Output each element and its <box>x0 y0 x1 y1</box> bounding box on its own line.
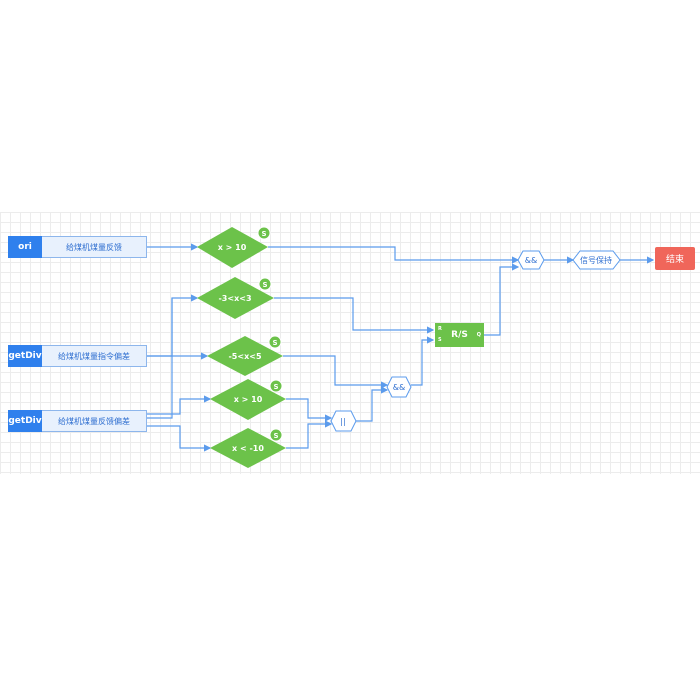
sync-badge-label: S <box>262 281 267 289</box>
or-gate-label: || <box>340 417 345 426</box>
source-label: 给煤机煤量反馈偏差 <box>42 410 147 432</box>
wire-div2-to-cond5 <box>147 425 212 452</box>
sync-badge-icon <box>258 277 272 291</box>
sync-badge-icon <box>269 428 283 442</box>
condition-diamond-4[interactable]: x > 10 S <box>210 379 286 420</box>
and-gate-label: && <box>393 383 405 392</box>
and-gate-mid[interactable]: && <box>386 376 412 398</box>
condition-label: -5<x<5 <box>228 352 261 361</box>
condition-label: x > 10 <box>234 395 263 404</box>
wire-cond5-to-or <box>286 420 333 449</box>
source-node-getdiv-feedback[interactable]: getDiv 给煤机煤量反馈偏差 <box>8 410 147 432</box>
source-tag: getDiv <box>8 345 42 367</box>
wire-cond4-to-or <box>286 398 333 422</box>
or-gate[interactable]: || <box>330 410 357 432</box>
sync-badge-label: S <box>261 230 266 238</box>
rs-pin-r: R <box>438 326 442 332</box>
wire-div2-to-cond4 <box>147 395 212 415</box>
connectors <box>147 243 655 452</box>
source-label: 给煤机煤量指令偏差 <box>42 345 147 367</box>
signal-hold-label: 信号保持 <box>580 255 612 265</box>
rs-pin-q: Q <box>476 332 481 338</box>
sync-badge-icon <box>269 379 283 393</box>
and-gate-top[interactable]: && <box>517 250 545 270</box>
condition-label: x < -10 <box>232 444 264 453</box>
condition-diamond-1[interactable]: x > 10 S <box>197 226 271 268</box>
condition-diamond-2[interactable]: -3<x<3 S <box>197 277 274 319</box>
wire-cond3-to-and-mid <box>283 355 389 389</box>
condition-diamond-3[interactable]: -5<x<5 S <box>207 335 283 376</box>
source-node-ori[interactable]: ori 给煤机煤量反馈 <box>8 236 147 258</box>
condition-diamond-5[interactable]: x < -10 S <box>210 428 286 468</box>
and-gate-label: && <box>525 256 537 265</box>
sync-badge-label: S <box>273 432 278 440</box>
wire-cond1-to-and-top <box>268 246 520 264</box>
signal-hold-node[interactable]: 信号保持 <box>572 250 621 270</box>
sync-badge-icon <box>268 335 282 349</box>
condition-label: -3<x<3 <box>218 294 251 303</box>
wire-div2-to-cond2 <box>147 298 173 419</box>
rs-flipflop-node[interactable]: R S R/S Q <box>435 323 484 347</box>
end-node[interactable]: 结束 <box>655 247 695 270</box>
source-tag: ori <box>8 236 42 258</box>
sync-badge-label: S <box>273 383 278 391</box>
wire-rs-to-and-top <box>484 263 520 336</box>
wire-or-to-and-mid <box>356 386 389 422</box>
source-node-getdiv-command[interactable]: getDiv 给煤机煤量指令偏差 <box>8 345 147 367</box>
wire-cond2-to-rs <box>274 297 435 334</box>
condition-label: x > 10 <box>218 243 247 252</box>
sync-badge-icon <box>257 226 271 240</box>
source-tag: getDiv <box>8 410 42 432</box>
rs-label: R/S <box>451 330 468 340</box>
rs-pin-s: S <box>438 337 442 343</box>
wire-and-mid-to-rs <box>411 336 435 386</box>
source-label: 给煤机煤量反馈 <box>42 236 147 258</box>
sync-badge-label: S <box>272 339 277 347</box>
